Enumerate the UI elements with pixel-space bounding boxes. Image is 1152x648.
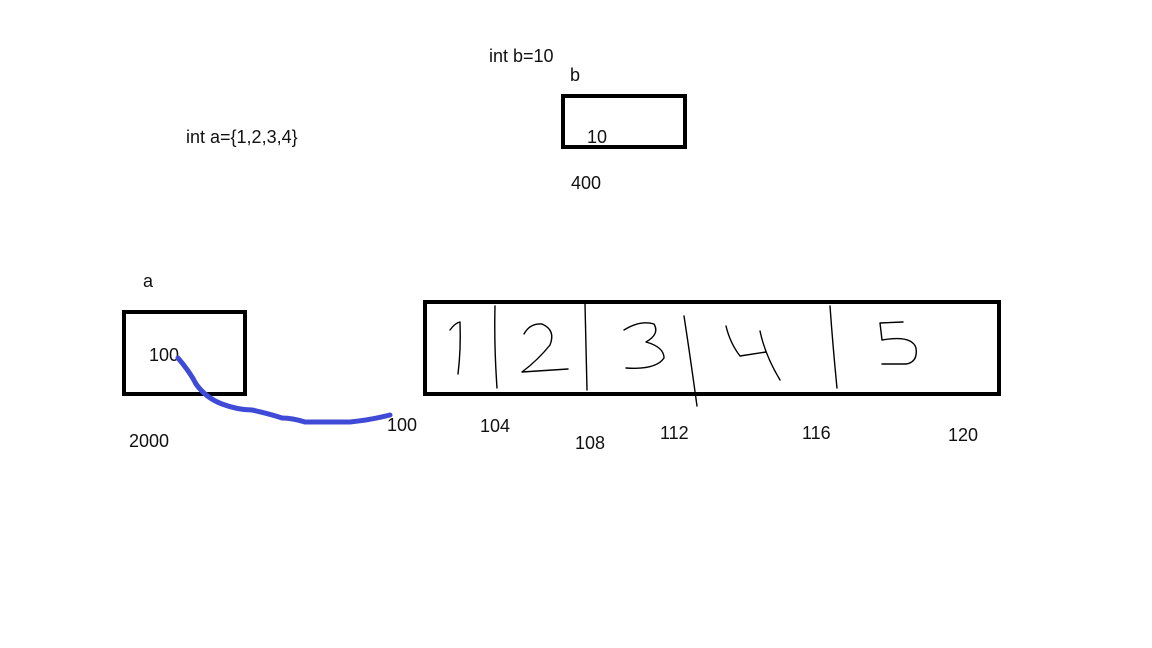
array-address-108: 108 (575, 433, 606, 453)
array-address-116: 116 (802, 423, 831, 443)
array-declaration-label: int a={1,2,3,4} (186, 127, 298, 147)
array-cell-values (449, 321, 917, 381)
variable-b-name: b (570, 65, 581, 85)
variable-b-address: 400 (571, 173, 602, 193)
variable-a-value: 100 (149, 345, 180, 365)
cell-value-1 (449, 321, 461, 375)
cell-divider-4 (829, 305, 838, 389)
array-memory-block (423, 300, 1001, 396)
array-start-address: 100 (387, 415, 418, 435)
int-declaration-label: int b=10 (489, 46, 554, 66)
variable-a-name: a (143, 271, 154, 291)
variable-a-box (122, 310, 247, 396)
array-cell-dividers (494, 303, 838, 407)
variable-b-box (561, 94, 687, 149)
cell-divider-1 (494, 305, 498, 389)
array-address-112: 112 (660, 423, 689, 443)
pointer-arrow (175, 355, 393, 425)
array-address-120: 120 (948, 425, 979, 445)
cell-value-2 (521, 323, 569, 373)
cell-value-3 (623, 322, 665, 369)
variable-b-value: 10 (587, 127, 608, 147)
array-address-104: 104 (480, 416, 511, 436)
cell-divider-3 (683, 315, 698, 407)
cell-value-4 (725, 325, 781, 381)
cell-value-5 (879, 321, 917, 365)
cell-divider-2 (584, 303, 588, 391)
variable-a-address: 2000 (129, 431, 170, 451)
